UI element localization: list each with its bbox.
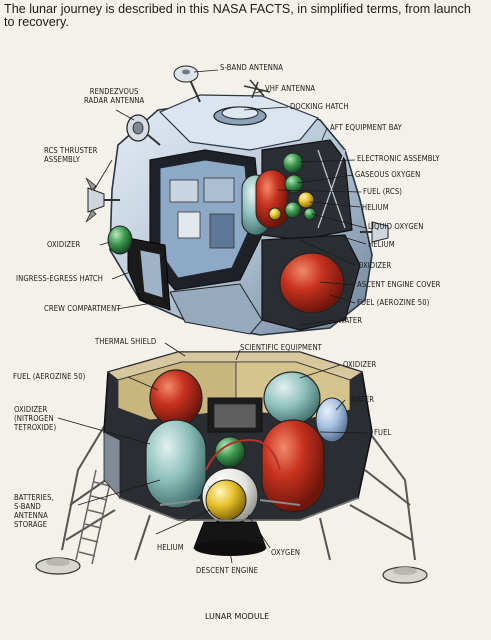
ascent-leader-lines [93,69,367,326]
label-aft-equipment-bay: AFT EQUIPMENT BAY [330,123,402,132]
label-helium-ascent-2: HELIUM [368,240,395,249]
label-rcs-thruster-line1: RCS THRUSTER [44,146,98,155]
rcs-thruster-left [85,177,120,223]
label-fuel-aerozine-ascent: FUEL (AEROZINE 50) [357,298,430,307]
rcs-thruster-right [360,221,389,243]
label-batteries-line1: BATTERIES, [14,493,54,502]
label-oxidizer-ascent-left: OXIDIZER [47,240,81,249]
label-crew-compartment: CREW COMPARTMENT [44,304,121,313]
label-oxidizer-nto: OXIDIZER (NITROGEN TETROXIDE) [14,405,56,432]
label-oxidizer-nto-line1: OXIDIZER [14,405,48,414]
label-fuel-descent: FUEL [374,428,392,437]
label-gaseous-oxygen: GASEOUS OXYGEN [355,170,421,179]
label-rcs-thruster: RCS THRUSTER ASSEMBLY [44,146,97,164]
label-ingress-egress-hatch: INGRESS-EGRESS HATCH [16,274,103,283]
s-band-antenna [173,65,201,103]
label-oxidizer-nto-line2: (NITROGEN [14,414,54,423]
label-ascent-engine-cover: ASCENT ENGINE COVER [357,280,441,289]
ladder [75,469,113,565]
label-batteries-line3: ANTENNA [14,511,48,520]
landing-legs [61,419,416,561]
label-vhf-antenna: VHF ANTENNA [265,84,316,93]
label-thermal-shield: THERMAL SHIELD [95,337,157,346]
label-s-band-antenna: S-BAND ANTENNA [220,63,283,72]
label-docking-hatch: DOCKING HATCH [290,102,349,111]
label-liquid-oxygen: LIQUID OXYGEN [368,222,424,231]
label-water-descent: WATER [350,395,375,404]
label-helium-ascent-1: HELIUM [362,203,389,212]
label-descent-engine: DESCENT ENGINE [196,566,259,575]
label-oxygen-descent: OXYGEN [271,548,301,557]
label-helium-descent: HELIUM [157,543,184,552]
vhf-antenna [243,79,271,99]
label-batteries-line2: S-BAND [14,502,41,511]
intro-text: The lunar journey is described in this N… [4,2,471,29]
label-batteries: BATTERIES, S-BAND ANTENNA STORAGE [14,493,54,529]
label-water-ascent: WATER [338,316,363,325]
label-electronic-assembly: ELECTRONIC ASSEMBLY [357,154,440,163]
label-oxidizer-nto-line3: TETROXIDE) [14,423,57,432]
label-rendezvous-radar: RENDEZVOUS RADAR ANTENNA [84,87,144,105]
rendezvous-radar [126,114,161,146]
descent-stage [35,351,428,584]
label-rendezvous-radar-line2: RADAR ANTENNA [84,96,145,105]
descent-leader-lines [57,342,371,564]
label-oxidizer-ascent-right: OXIDIZER [358,261,392,270]
label-batteries-line4: STORAGE [14,520,48,529]
label-rendezvous-radar-line1: RENDEZVOUS [89,87,139,96]
label-fuel-aerozine-descent: FUEL (AEROZINE 50) [13,372,86,381]
label-oxidizer-descent-top: OXIDIZER [343,360,377,369]
label-rcs-thruster-line2: ASSEMBLY [44,155,81,164]
label-scientific-equipment: SCIENTIFIC EQUIPMENT [240,343,322,352]
label-fuel-rcs: FUEL (RCS) [363,187,403,196]
figure-caption: LUNAR MODULE [205,612,270,621]
